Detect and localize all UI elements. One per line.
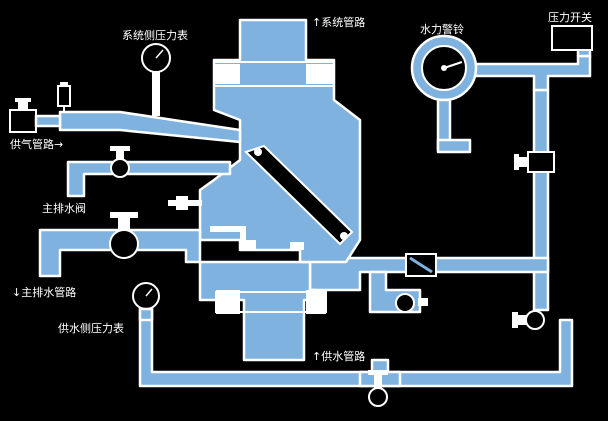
system-gauge-label: 系统侧压力表 <box>122 28 188 42</box>
water-bell-label: 水力警铃 <box>420 22 464 36</box>
supply-loop-pipe <box>138 298 574 388</box>
supply-gauge-label: 供水侧压力表 <box>58 321 124 335</box>
water-motor-alarm-bell: 水力警铃 <box>410 22 478 154</box>
clapper-seat <box>210 226 304 250</box>
intermediate-drain-pipe <box>66 146 232 198</box>
valve-body-lower <box>198 260 327 362</box>
supply-loop-valve <box>368 370 388 407</box>
system-side-pressure-gauge: 系统侧压力表 <box>122 28 188 116</box>
main-drain-valve-label: 主排水阀 <box>42 201 86 215</box>
right-lower-valve <box>512 310 545 330</box>
right-mid-valve <box>514 151 555 173</box>
system-pipe-label: ↑系统管路 <box>312 15 365 29</box>
alarm-line-check-valve <box>405 253 437 277</box>
pressure-switch-label: 压力开关 <box>548 10 592 24</box>
pressure-switch: 压力开关 <box>548 10 593 51</box>
right-riser-pipe <box>532 88 550 312</box>
main-drain-pipe-label: ↓主排水管路 <box>12 285 76 299</box>
supply-pipe-label: ↑供水管路 <box>312 349 365 363</box>
test-branch-pipe <box>368 270 428 314</box>
supply-side-pressure-gauge: 供水侧压力表 <box>58 282 160 335</box>
main-drain-pipe: 主排水阀 ↓主排水管路 <box>12 201 202 299</box>
clapper-arm <box>244 144 354 246</box>
air-supply-label: 供气管路→ <box>10 137 63 151</box>
air-supply-pipe: 供气管路→ <box>9 82 242 151</box>
alarm-test-valve <box>168 196 202 210</box>
